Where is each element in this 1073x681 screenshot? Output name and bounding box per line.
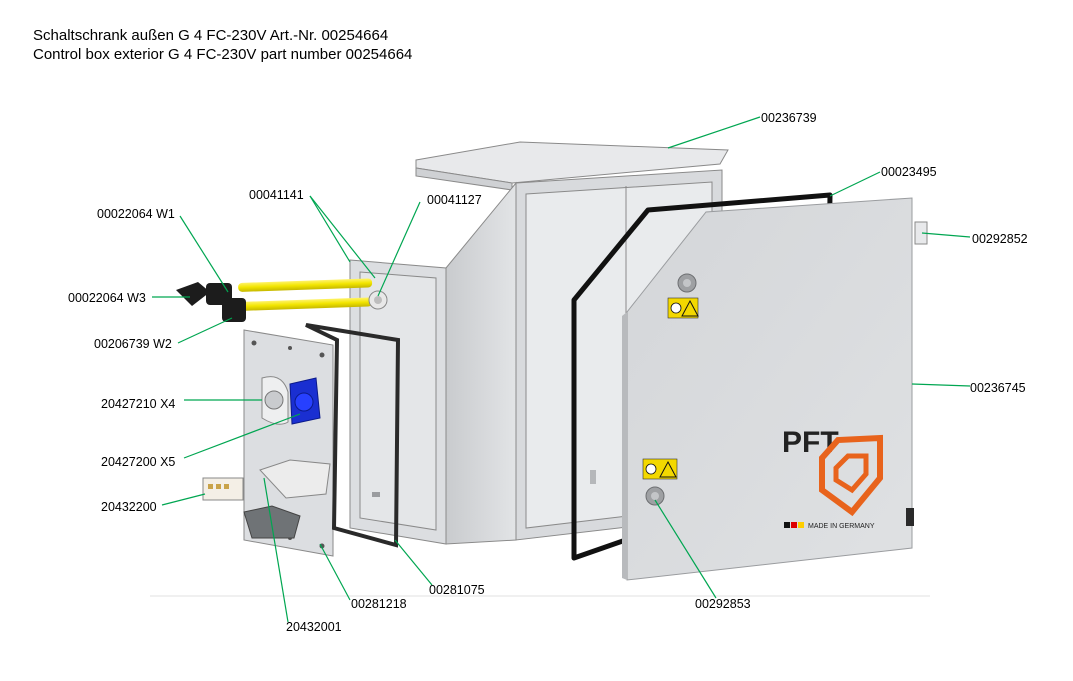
label-20432001: 20432001 [286, 620, 342, 634]
made-in-germany-text: MADE IN GERMANY [808, 523, 875, 530]
cables [176, 278, 388, 322]
label-00041141: 00041141 [249, 188, 304, 202]
label-00022064-w3: 00022064 W3 [68, 291, 146, 305]
title-english: Control box exterior G 4 FC-230V part nu… [33, 46, 413, 63]
title-german: Schaltschrank außen G 4 FC-230V Art.-Nr.… [33, 27, 389, 44]
label-20432200: 20432200 [101, 500, 157, 514]
label-00023495: 00023495 [881, 165, 937, 179]
brand-logo-mark [819, 434, 883, 517]
label-20427210-x4: 20427210 X4 [101, 397, 176, 411]
connector-insert [202, 477, 244, 501]
label-00022064-w1: 00022064 W1 [97, 207, 175, 221]
label-00281218: 00281218 [351, 597, 407, 611]
label-00292852: 00292852 [972, 232, 1028, 246]
plate-gasket [305, 323, 401, 548]
label-00236745: 00236745 [970, 381, 1026, 395]
brand-logo-text: PFT [782, 426, 839, 459]
mounting-plate [243, 329, 334, 557]
label-00292853: 00292853 [695, 597, 751, 611]
label-20427200-x5: 20427200 X5 [101, 455, 176, 469]
label-00236739: 00236739 [761, 111, 817, 125]
label-00041127: 00041127 [427, 193, 482, 207]
label-00206739-w2: 00206739 W2 [94, 337, 172, 351]
cabinet-door: PFT MADE IN GERMANY [622, 197, 928, 581]
leader-lines [152, 116, 971, 623]
label-00281075: 00281075 [429, 583, 485, 597]
